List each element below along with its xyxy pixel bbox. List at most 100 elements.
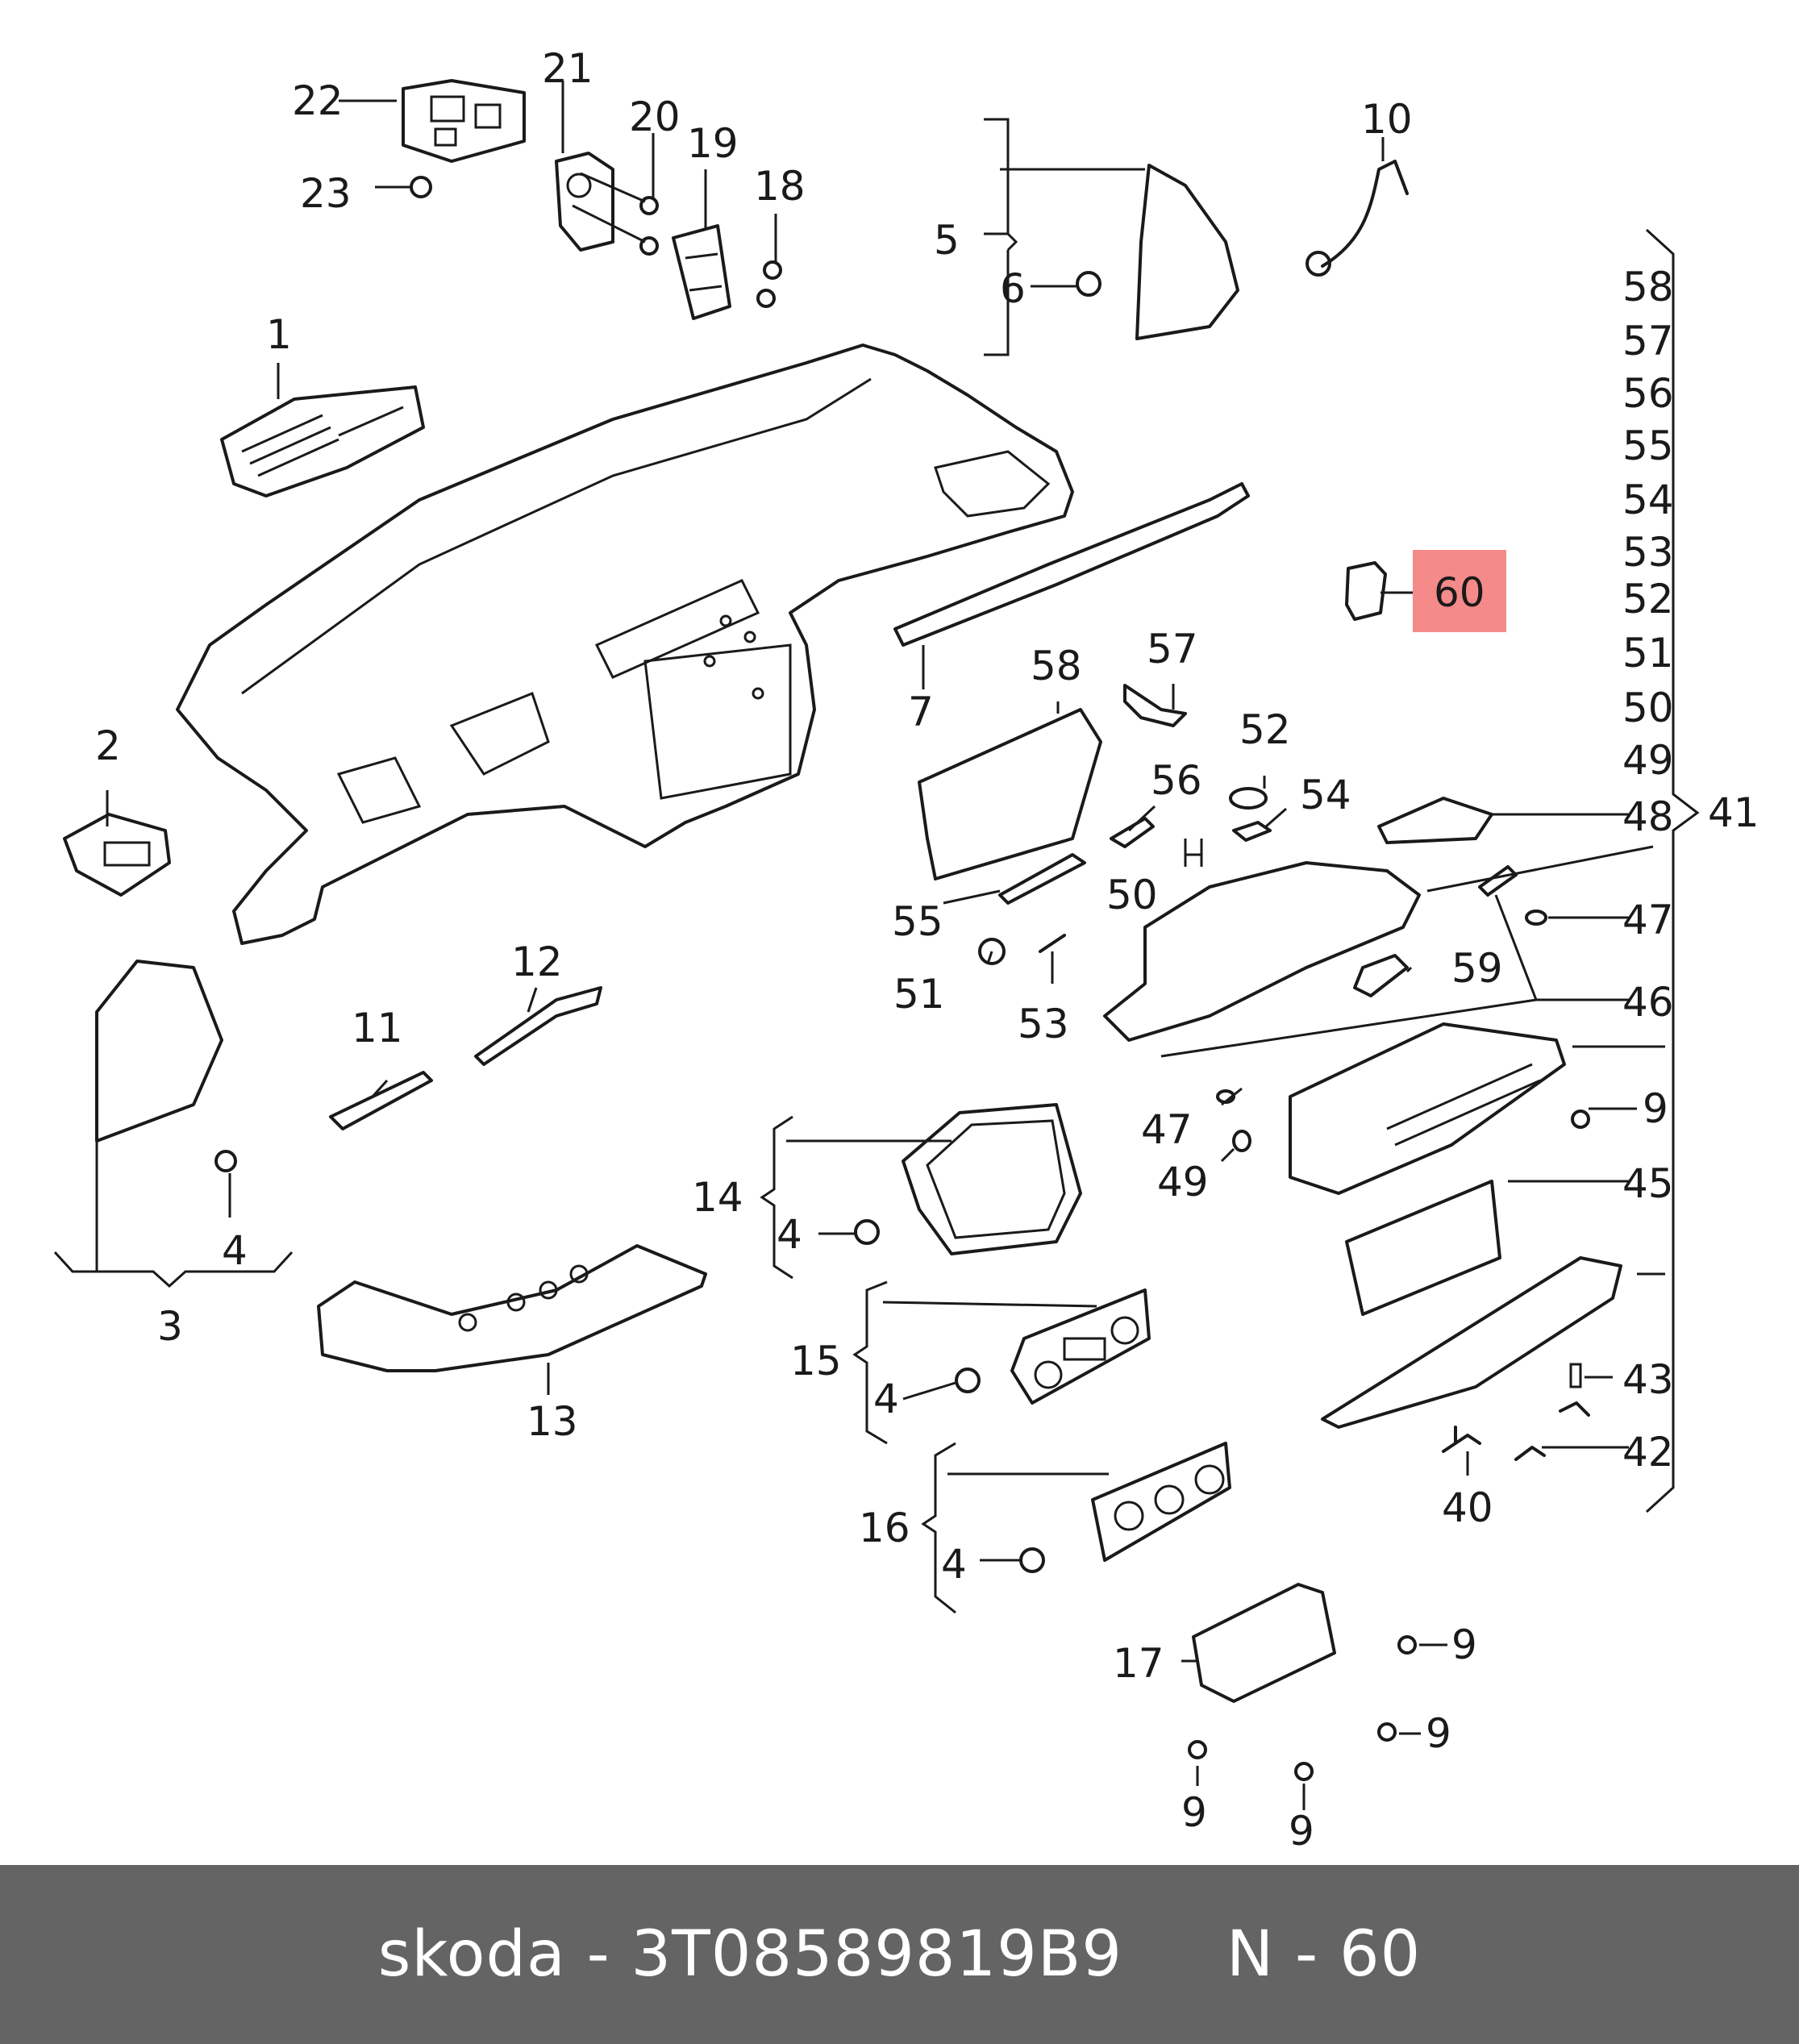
part-55-strip <box>998 853 1086 905</box>
label-12: 12 <box>511 939 563 985</box>
part-21-plate <box>555 152 646 252</box>
bracket-3 <box>53 1251 294 1288</box>
exploded-parts-diagram: 22 21 20 19 18 23 10 5 6 1 7 58 57 52 56… <box>53 45 1759 1855</box>
label-1: 1 <box>266 311 292 358</box>
footer-part-number: skoda - 3T08589819B9 N - 60 <box>377 1918 1422 1991</box>
label-9-a: 9 <box>1451 1621 1477 1668</box>
label-right-51: 51 <box>1622 630 1674 676</box>
label-2: 2 <box>95 722 121 769</box>
part-10-hose <box>1306 160 1409 277</box>
label-16: 16 <box>859 1505 910 1551</box>
part-12-strip <box>474 986 602 1066</box>
label-55: 55 <box>892 898 943 945</box>
label-19: 19 <box>687 120 739 167</box>
label-18: 18 <box>754 163 806 210</box>
label-9-d: 9 <box>1289 1808 1314 1855</box>
label-17: 17 <box>1113 1640 1164 1687</box>
part-5-side-cover <box>1135 164 1239 340</box>
part-9-screws <box>1188 1109 1590 1781</box>
part-51-nut <box>978 938 1006 965</box>
leader-lines <box>106 81 1665 1810</box>
callout-labels: 22 21 20 19 18 23 10 5 6 1 7 58 57 52 56… <box>95 45 1759 1855</box>
label-9-c: 9 <box>1181 1789 1207 1836</box>
part-3-cover <box>95 960 237 1172</box>
part-42-clip <box>1514 1401 1590 1461</box>
part-23-clip <box>410 176 432 198</box>
label-49-lower: 49 <box>1157 1159 1209 1205</box>
dashboard-panel <box>176 343 1074 945</box>
part-16-control-panel <box>1019 1442 1231 1573</box>
bracket-14 <box>760 1115 793 1280</box>
label-50: 50 <box>1106 872 1158 918</box>
label-60-highlight: 60 <box>1434 569 1485 616</box>
label-7: 7 <box>908 689 934 735</box>
part-20-screw <box>639 196 659 256</box>
part-glovebox <box>1289 1022 1566 1195</box>
bracket-15 <box>852 1280 888 1445</box>
label-3: 3 <box>157 1303 183 1350</box>
part-46-rod <box>1478 865 1518 897</box>
highlight-60-box <box>1413 550 1506 632</box>
label-5: 5 <box>934 217 960 264</box>
label-4-15: 4 <box>873 1376 899 1422</box>
part-6-clip <box>1076 271 1101 297</box>
label-9-b: 9 <box>1426 1710 1451 1757</box>
label-right-54: 54 <box>1622 477 1674 523</box>
part-15-control-panel <box>955 1288 1151 1405</box>
part-40-bracket <box>1442 1426 1481 1453</box>
label-15: 15 <box>790 1338 842 1384</box>
label-right-53: 53 <box>1622 529 1674 576</box>
label-4-16: 4 <box>941 1541 967 1588</box>
label-right-46: 46 <box>1622 979 1674 1026</box>
part-54-clip <box>1232 821 1272 842</box>
bracket-5 <box>984 118 1018 356</box>
part-11-strip <box>329 1071 433 1130</box>
label-14: 14 <box>692 1174 743 1221</box>
label-4-14: 4 <box>777 1211 802 1258</box>
label-23: 23 <box>300 170 352 217</box>
part-13-mat <box>317 1244 707 1372</box>
part-support-frame <box>1103 861 1421 1042</box>
label-58: 58 <box>1031 643 1082 689</box>
part-2-side-vent <box>63 813 171 897</box>
label-13: 13 <box>527 1398 578 1445</box>
label-right-52: 52 <box>1622 576 1674 622</box>
label-right-43: 43 <box>1622 1356 1674 1403</box>
bracket-16 <box>921 1442 956 1614</box>
part-48-bracket <box>1377 797 1493 844</box>
part-18-screw <box>756 260 782 308</box>
label-53: 53 <box>1018 1001 1069 1047</box>
part-52-sensor <box>1229 787 1268 810</box>
label-40: 40 <box>1442 1484 1493 1531</box>
part-59-clip <box>1353 954 1409 997</box>
part-14-frame <box>854 1103 1082 1255</box>
label-right-42: 42 <box>1622 1429 1674 1476</box>
label-52: 52 <box>1239 706 1291 753</box>
label-10: 10 <box>1361 96 1413 143</box>
label-59: 59 <box>1451 945 1503 992</box>
part-lid <box>1321 1256 1622 1429</box>
bracket-41 <box>1645 228 1700 1513</box>
part-60-cap <box>1345 550 1506 632</box>
footer-bar: skoda - 3T08589819B9 N - 60 <box>0 1865 1799 2044</box>
label-22: 22 <box>292 77 344 124</box>
leader-3-4 <box>95 1141 231 1272</box>
label-6: 6 <box>1000 265 1026 312</box>
label-56: 56 <box>1151 757 1202 804</box>
label-right-50: 50 <box>1622 685 1674 731</box>
label-right-45: 45 <box>1622 1160 1674 1207</box>
label-right-48: 48 <box>1622 793 1674 840</box>
part-17-airbag <box>1192 1583 1336 1703</box>
part-45-liner <box>1345 1180 1501 1316</box>
part-22-bracket <box>402 79 526 163</box>
label-right-49: 49 <box>1622 737 1674 784</box>
part-50-stud <box>1184 839 1203 867</box>
label-57: 57 <box>1147 626 1198 672</box>
label-right-41: 41 <box>1708 789 1759 836</box>
label-47-lower: 47 <box>1141 1106 1193 1153</box>
part-56-bracket <box>1110 817 1155 848</box>
part-57-clip <box>1123 684 1187 727</box>
part-1-air-vent <box>220 385 425 497</box>
part-19-cover <box>672 224 731 320</box>
